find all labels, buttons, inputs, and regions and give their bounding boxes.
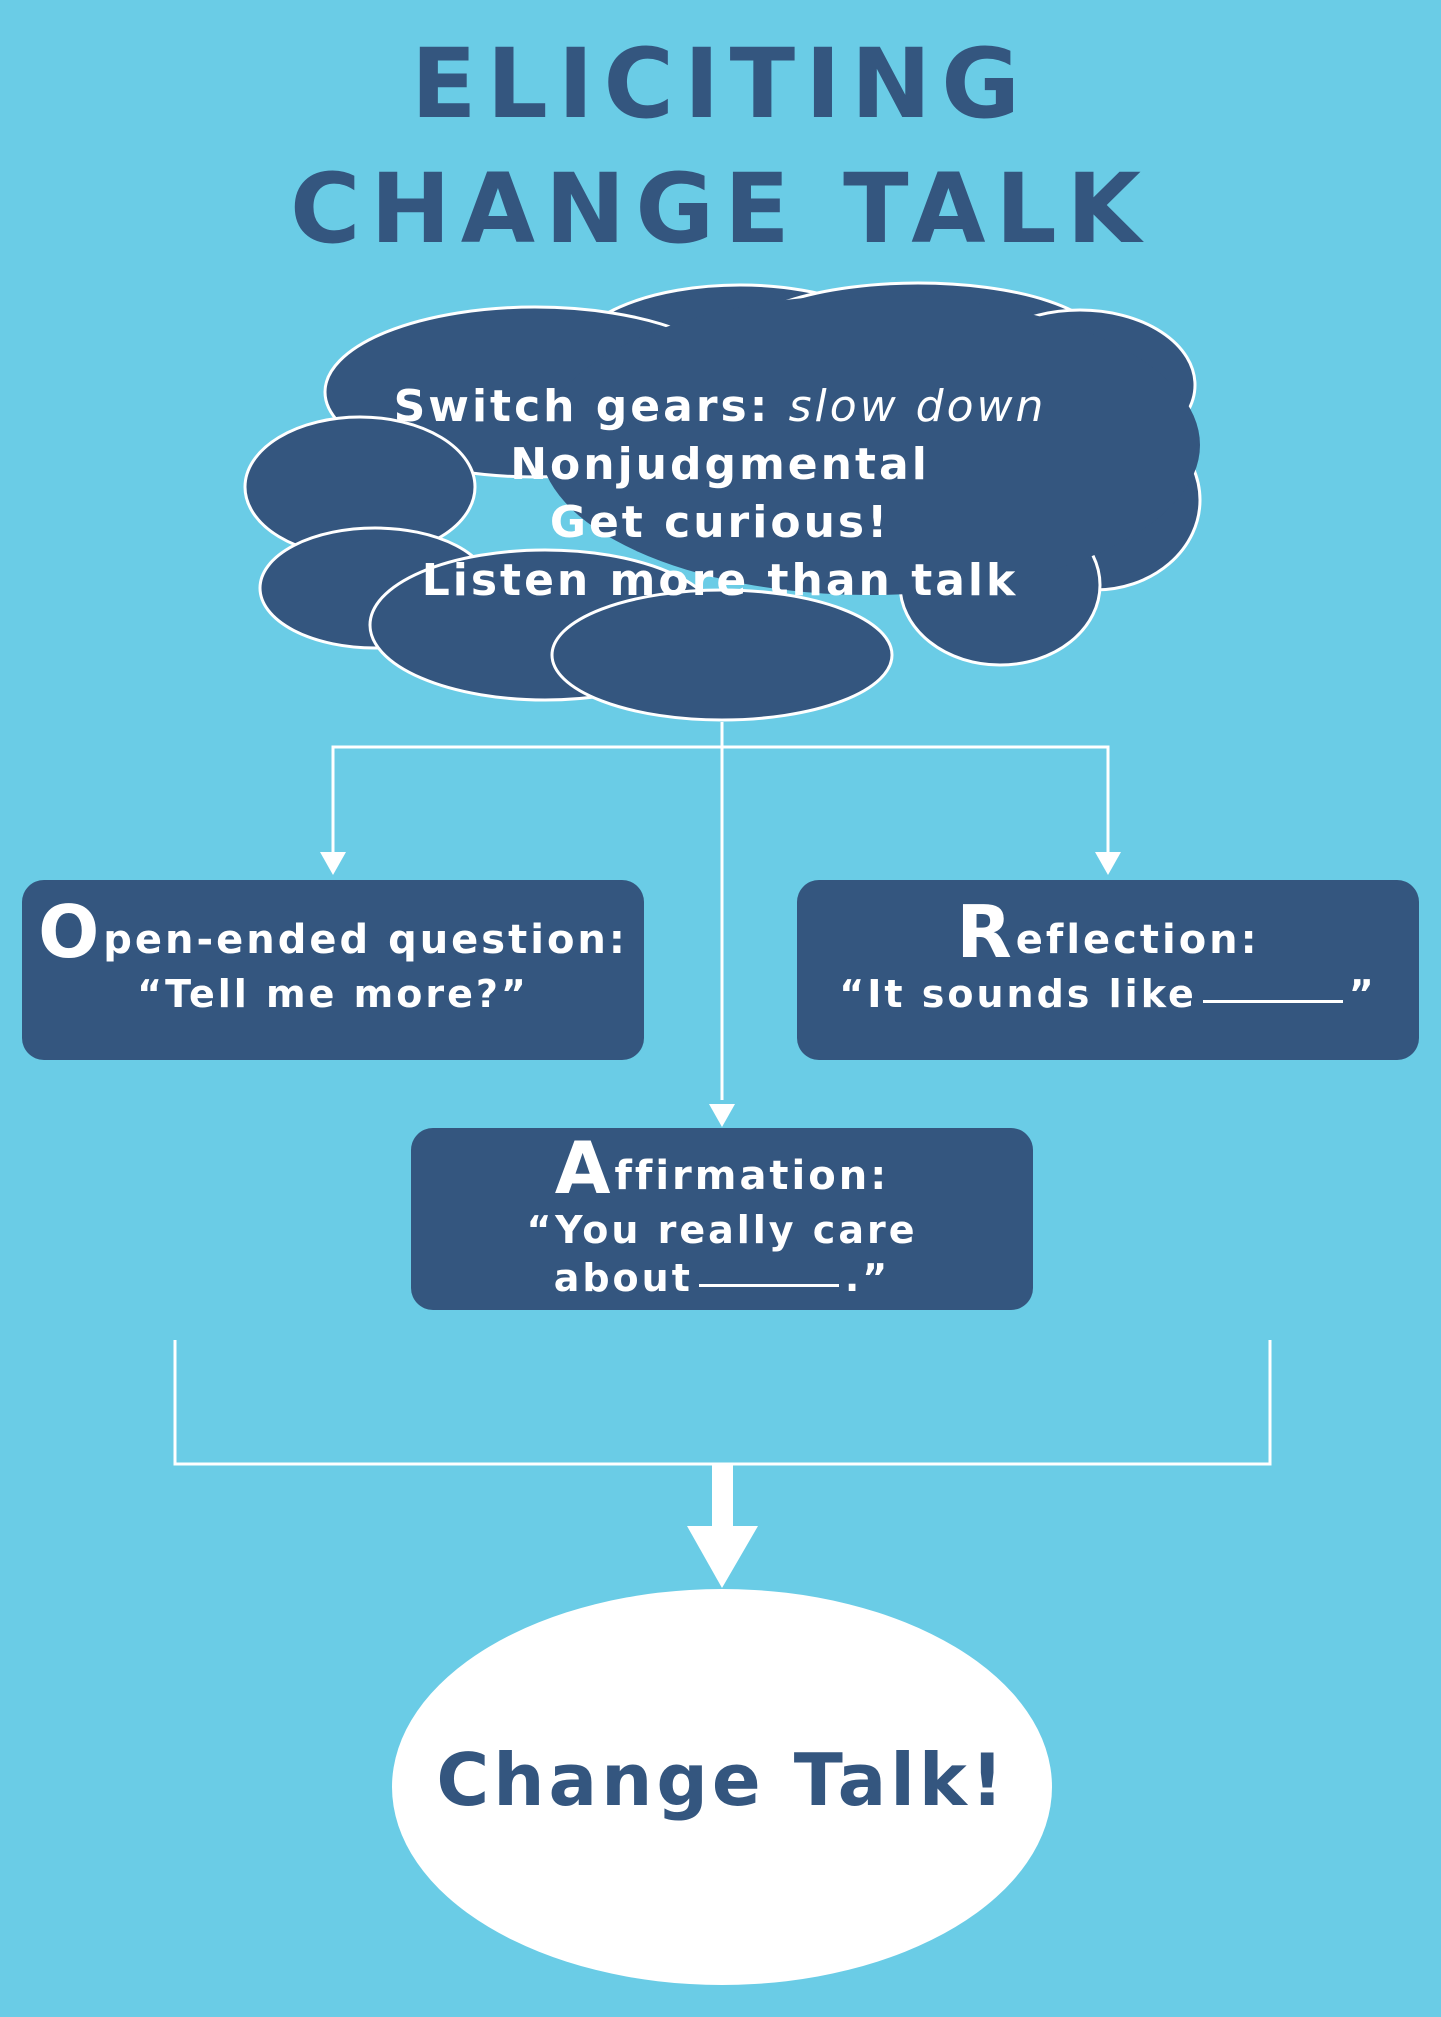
converge-bracket xyxy=(173,1340,1272,1466)
open-heading-rest: pen-ended question: xyxy=(103,917,628,963)
reflection-initial: R xyxy=(956,890,1012,974)
big-down-arrow xyxy=(687,1464,758,1588)
outcome-label: Change Talk! xyxy=(436,1738,1008,1822)
cloud-line-2: Nonjudgmental xyxy=(510,439,930,490)
cloud-shape xyxy=(243,281,1202,722)
reflection-heading-rest: eflection: xyxy=(1015,917,1260,963)
affirmation-example-suffix: .” xyxy=(844,1256,891,1300)
affirmation-example-line-2: about .” xyxy=(411,1254,1033,1302)
arrowheads xyxy=(320,852,1121,1127)
cloud-line-4: Listen more than talk xyxy=(421,555,1019,606)
cloud-line-1-emphasis: slow down xyxy=(788,381,1047,432)
reflection-example-prefix: “It sounds like xyxy=(839,972,1197,1016)
cloud-text: Switch gears: slow down Nonjudgmental Ge… xyxy=(290,378,1150,610)
outcome-oval xyxy=(392,1589,1052,1985)
arrowhead-to-affirmation xyxy=(709,1104,735,1127)
reflection-example-suffix: ” xyxy=(1348,972,1377,1016)
cloud-connectors xyxy=(331,722,1110,1100)
cloud-line-1: Switch gears: slow down xyxy=(290,378,1150,436)
arrowhead-to-open xyxy=(320,852,346,875)
affirmation-example-line-1: “You really care xyxy=(526,1208,918,1252)
affirmation-blank xyxy=(698,1284,839,1287)
arrowhead-to-reflection xyxy=(1095,852,1121,875)
affirmation-example-prefix: about xyxy=(553,1256,693,1300)
affirmation-initial: A xyxy=(554,1126,611,1210)
title-line-2: CHANGE TALK xyxy=(289,153,1152,265)
affirmation-heading-rest: ffirmation: xyxy=(614,1153,890,1199)
open-example: “Tell me more?” xyxy=(137,972,529,1016)
cloud-line-1-prefix: Switch gears: xyxy=(393,381,789,432)
open-initial: O xyxy=(38,890,100,974)
reflection-example: “It sounds like ” xyxy=(797,970,1419,1018)
reflection-blank xyxy=(1202,1000,1343,1003)
cloud-line-3: Get curious! xyxy=(549,497,891,548)
page-title: ELICITING CHANGE TALK xyxy=(0,22,1441,272)
title-line-1: ELICITING xyxy=(411,28,1030,140)
